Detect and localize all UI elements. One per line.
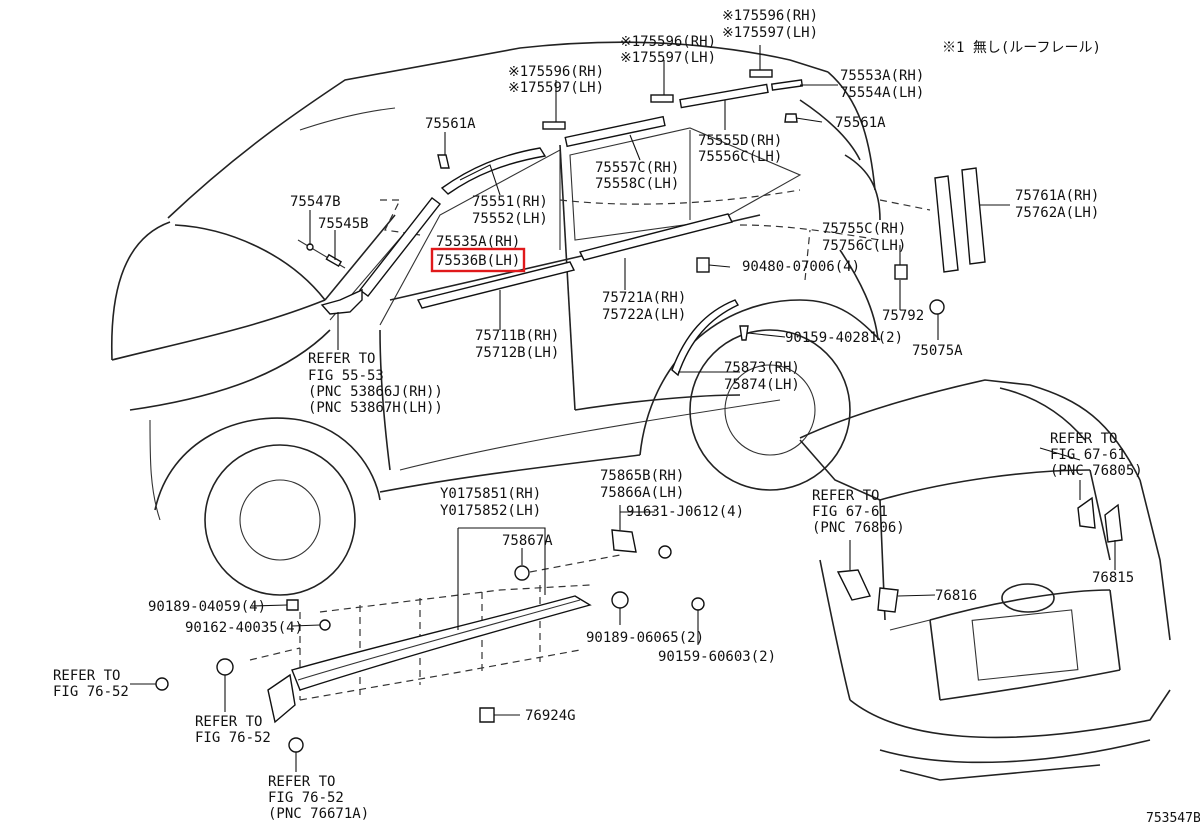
label-90189-b: 90189-06065(2) [586,630,704,646]
label-75558: 75558C(LH) [595,176,679,192]
label-75712: 75712B(LH) [475,345,559,361]
ref-6-line1: REFER TO [268,774,335,790]
label-90162: 90162-40035(4) [185,620,303,636]
label-75865: 75865B(RH) [600,468,684,484]
ref-6-line2: FIG 76-52 [268,790,344,806]
label-75874: 75874(LH) [724,377,800,393]
ref-1-line3: (PNC 53866J(RH)) [308,384,443,400]
highlight-box [430,247,526,273]
ref-5-line1: REFER TO [195,714,262,730]
label-75721: 75721A(RH) [602,290,686,306]
figure-id: 753547B [1146,811,1200,826]
label-75761: 75761A(RH) [1015,188,1099,204]
label-75867: 75867A [502,533,553,549]
rocker-molding-assembly [155,529,705,753]
label-75597-a: ※175597(LH) [722,25,818,41]
label-75873: 75873(RH) [724,360,800,376]
ref-1-line1: REFER TO [308,351,375,367]
ref-3-line1: REFER TO [812,488,879,504]
label-75711: 75711B(RH) [475,328,559,344]
label-75554: 75554A(LH) [840,85,924,101]
ref-3-line2: FIG 67-61 [812,504,888,520]
label-75561-right: 75561A [835,115,886,131]
label-90480: 90480-07006(4) [742,259,860,275]
label-76815: 76815 [1092,570,1134,586]
label-note: ※1 無し(ルーフレール) [942,40,1101,56]
label-75755: 75755C(RH) [822,221,906,237]
part-labels: ※1 無し(ルーフレール) ※175596(RH) ※175597(LH) ※1… [53,8,1200,826]
vehicle-rear-view [799,379,1171,781]
leader-lines [130,45,1116,772]
label-75075: 75075A [912,343,963,359]
label-75597-b: ※175597(LH) [620,50,716,66]
label-75792: 75792 [882,308,924,324]
ref-6-line3: (PNC 76671A) [268,806,369,822]
label-y0175852: Y0175852(LH) [440,503,541,519]
label-75596-c: ※175596(RH) [508,64,604,80]
label-76816: 76816 [935,588,977,604]
ref-2-line3: (PNC 76805) [1050,463,1143,479]
molding-parts [297,69,986,377]
label-75545: 75545B [318,216,369,232]
label-75756: 75756C(LH) [822,238,906,254]
label-91631: 91631-J0612(4) [626,504,744,520]
label-76924: 76924G [525,708,576,724]
label-75535: 75535A(RH) [436,234,520,250]
ref-4-line2: FIG 76-52 [53,684,129,700]
ref-4-line1: REFER TO [53,668,120,684]
label-75866: 75866A(LH) [600,485,684,501]
label-75722: 75722A(LH) [602,307,686,323]
label-75762: 75762A(LH) [1015,205,1099,221]
ref-1-line4: (PNC 53867H(LH)) [308,400,443,416]
label-y0175851: Y0175851(RH) [440,486,541,502]
label-75553: 75553A(RH) [840,68,924,84]
label-90189-a: 90189-04059(4) [148,599,266,615]
label-75557: 75557C(RH) [595,160,679,176]
label-75596-a: ※175596(RH) [722,8,818,24]
label-75555: 75555D(RH) [698,133,782,149]
label-75561-left: 75561A [425,116,476,132]
label-90159-b: 90159-60603(2) [658,649,776,665]
vehicle-side-outline [110,41,931,596]
ref-1-line2: FIG 55-53 [308,368,384,384]
label-75596-b: ※175596(RH) [620,34,716,50]
ref-3-line3: (PNC 76806) [812,520,905,536]
label-75552: 75552(LH) [472,211,548,227]
label-90159-a: 90159-40281(2) [785,330,903,346]
ref-2-line1: REFER TO [1050,431,1117,447]
label-75547: 75547B [290,194,341,210]
label-75536-highlighted: 75536B(LH) [436,253,520,269]
ref-5-line2: FIG 76-52 [195,730,271,746]
ref-2-line2: FIG 67-61 [1050,447,1126,463]
label-75556: 75556C(LH) [698,149,782,165]
label-75551: 75551(RH) [472,194,548,210]
label-75597-c: ※175597(LH) [508,80,604,96]
